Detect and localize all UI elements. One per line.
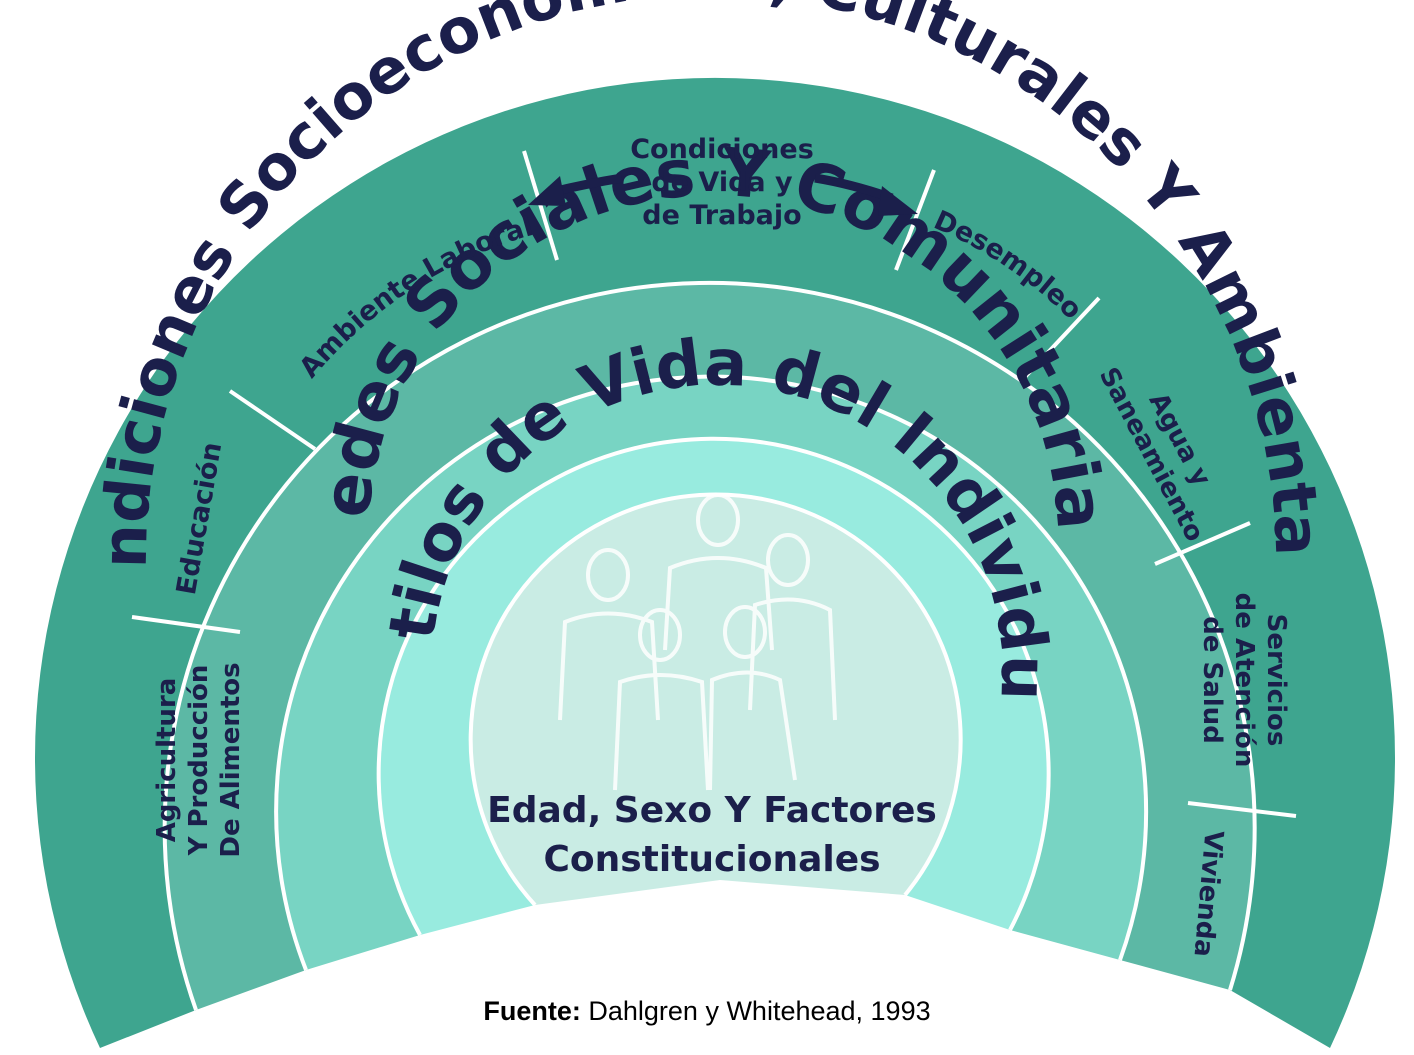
segment-servicios-salud: Servicios de Atención de Salud <box>1197 593 1291 768</box>
svg-text:de Salud: de Salud <box>1197 616 1227 744</box>
svg-text:de Atención: de Atención <box>1229 593 1259 768</box>
svg-text:de Vida y: de Vida y <box>651 167 793 198</box>
middle-ring-dividers <box>131 150 1297 818</box>
svg-text:Y Producción: Y Producción <box>184 665 214 857</box>
svg-text:Servicios: Servicios <box>1261 614 1291 747</box>
segment-condiciones-vida-trabajo: Condiciones de Vida y de Trabajo <box>630 134 814 231</box>
people-silhouette-icon <box>558 493 837 791</box>
core-disk <box>470 494 961 905</box>
segment-agricultura: Agricultura Y Producción De Alimentos <box>152 662 246 857</box>
svg-text:Agricultura: Agricultura <box>152 678 182 843</box>
svg-text:Edad, Sexo Y Factores: Edad, Sexo Y Factores <box>487 790 937 831</box>
middle-ring-band <box>164 282 1255 1010</box>
svg-text:de Trabajo: de Trabajo <box>642 200 801 231</box>
svg-text:Constitucionales: Constitucionales <box>543 839 880 880</box>
svg-text:Condiciones: Condiciones <box>630 134 814 165</box>
svg-text:De Alimentos: De Alimentos <box>216 662 246 857</box>
outer-ring-band <box>35 77 1395 1049</box>
core-label: Edad, Sexo Y Factores Constitucionales <box>487 790 937 880</box>
lifestyle-ring-band <box>378 438 1049 935</box>
social-ring-band <box>276 376 1147 971</box>
caption-prefix: Fuente: <box>483 996 581 1026</box>
caption-source: Dahlgren y Whitehead, 1993 <box>580 996 931 1026</box>
band-outlines <box>162 280 1257 1011</box>
double-arrow-icon <box>528 173 918 216</box>
figure-caption: Fuente: Dahlgren y Whitehead, 1993 <box>0 996 1414 1027</box>
